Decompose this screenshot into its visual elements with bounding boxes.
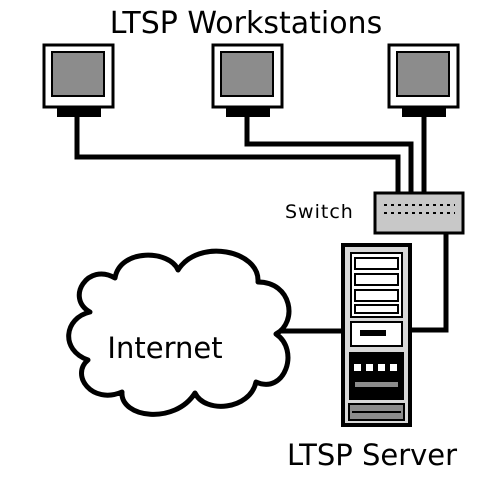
workstation-2 xyxy=(211,43,284,117)
cable-switch-server xyxy=(405,222,449,333)
indicator-light xyxy=(390,364,397,371)
drive-bay xyxy=(354,273,399,286)
drive-bay xyxy=(354,289,399,302)
workstation-3 xyxy=(387,43,460,117)
vent-slot xyxy=(355,382,398,387)
ltsp-server xyxy=(341,243,412,427)
monitor-base xyxy=(402,107,446,117)
monitor-base xyxy=(57,107,101,117)
indicator-light xyxy=(378,364,385,371)
monitor-screen xyxy=(396,51,450,97)
workstation-1 xyxy=(42,43,115,117)
indicator-light xyxy=(354,364,361,371)
monitor-screen xyxy=(51,51,105,97)
network-switch xyxy=(373,191,465,235)
network-cables xyxy=(74,117,449,334)
drive-bay xyxy=(354,304,399,314)
cable-workstation-2 xyxy=(244,117,414,205)
drive-bay xyxy=(354,257,399,270)
internet-cloud xyxy=(66,248,292,417)
diagram-title: LTSP Workstations xyxy=(110,6,382,41)
indicator-light xyxy=(366,364,373,371)
monitor-base xyxy=(226,107,270,117)
server-label: LTSP Server xyxy=(287,438,457,472)
server-indicator-panel xyxy=(349,352,404,400)
monitor-screen xyxy=(220,51,274,97)
switch-label: Switch xyxy=(285,201,354,223)
cable-workstation-1 xyxy=(74,117,401,205)
cloud-icon xyxy=(66,248,292,417)
floppy-opening xyxy=(360,330,386,336)
internet-label: Internet xyxy=(107,331,222,365)
